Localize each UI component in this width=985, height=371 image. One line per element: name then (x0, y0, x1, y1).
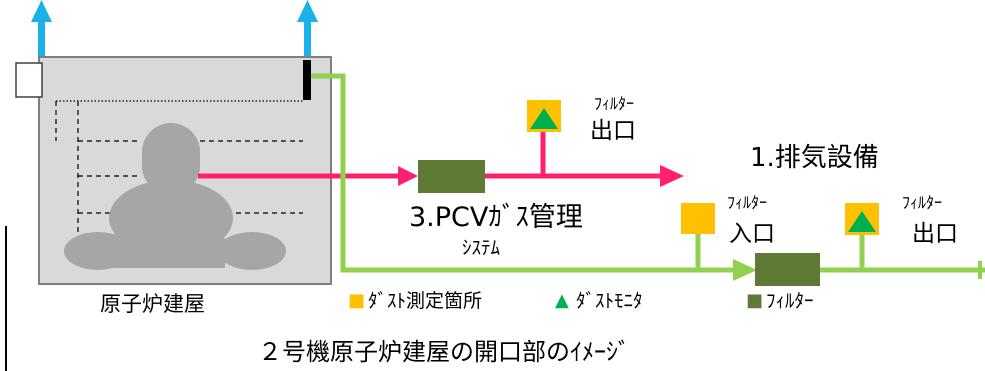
filter-outlet-top-label: ﾌｨﾙﾀｰ (594, 94, 635, 113)
filter-outlet-top-label-line2: 出口 (590, 118, 636, 144)
legend-dust-monitor-symbol: ▲ (555, 290, 569, 311)
dust-point-filter-inlet (681, 203, 715, 234)
pcv-system-label: 3.PCVｶﾞｽ管理 (409, 202, 583, 233)
pcv-system-label-line2: ｼｽﾃﾑ (462, 237, 501, 259)
dust-monitor-pcv-outlet (527, 100, 561, 132)
filter-inlet-label: ﾌｨﾙﾀｰ (727, 193, 768, 212)
dust-monitor-filter-outlet (845, 203, 879, 235)
legend-filter-label: ﾌｨﾙﾀｰ (766, 290, 814, 312)
building-opening-bar (303, 60, 311, 100)
legend-dust-point-symbol: ■ (348, 290, 366, 311)
exhaust-arrow-right (297, 0, 318, 60)
reactor-vessel (64, 123, 286, 270)
pcv-gas-line (198, 130, 684, 187)
exhaust-filter (755, 253, 820, 286)
legend-dust-point-label: ﾀﾞｽﾄ測定箇所 (368, 290, 483, 312)
filter-outlet-right-label: ﾌｨﾙﾀｰ (902, 193, 943, 212)
building-opening-square (15, 62, 43, 98)
exhaust-line-arrowhead (733, 259, 757, 281)
filter-inlet-label-line2: 入口 (729, 221, 775, 247)
pcv-filter (418, 160, 485, 193)
diagram-caption: ２号機原子炉建屋の開口部のｲﾒｰｼﾞ (258, 338, 630, 366)
legend-dust-monitor-label: ﾀﾞｽﾄﾓﾆﾀ (576, 290, 643, 312)
legend-filter-symbol: ■ (746, 290, 764, 311)
exhaust-line (311, 73, 985, 273)
building-label: 原子炉建屋 (100, 292, 205, 316)
exhaust-equipment-label: 1.排気設備 (750, 143, 879, 173)
filter-outlet-right-label-line2: 出口 (912, 221, 958, 247)
exhaust-arrow-left (31, 0, 52, 60)
